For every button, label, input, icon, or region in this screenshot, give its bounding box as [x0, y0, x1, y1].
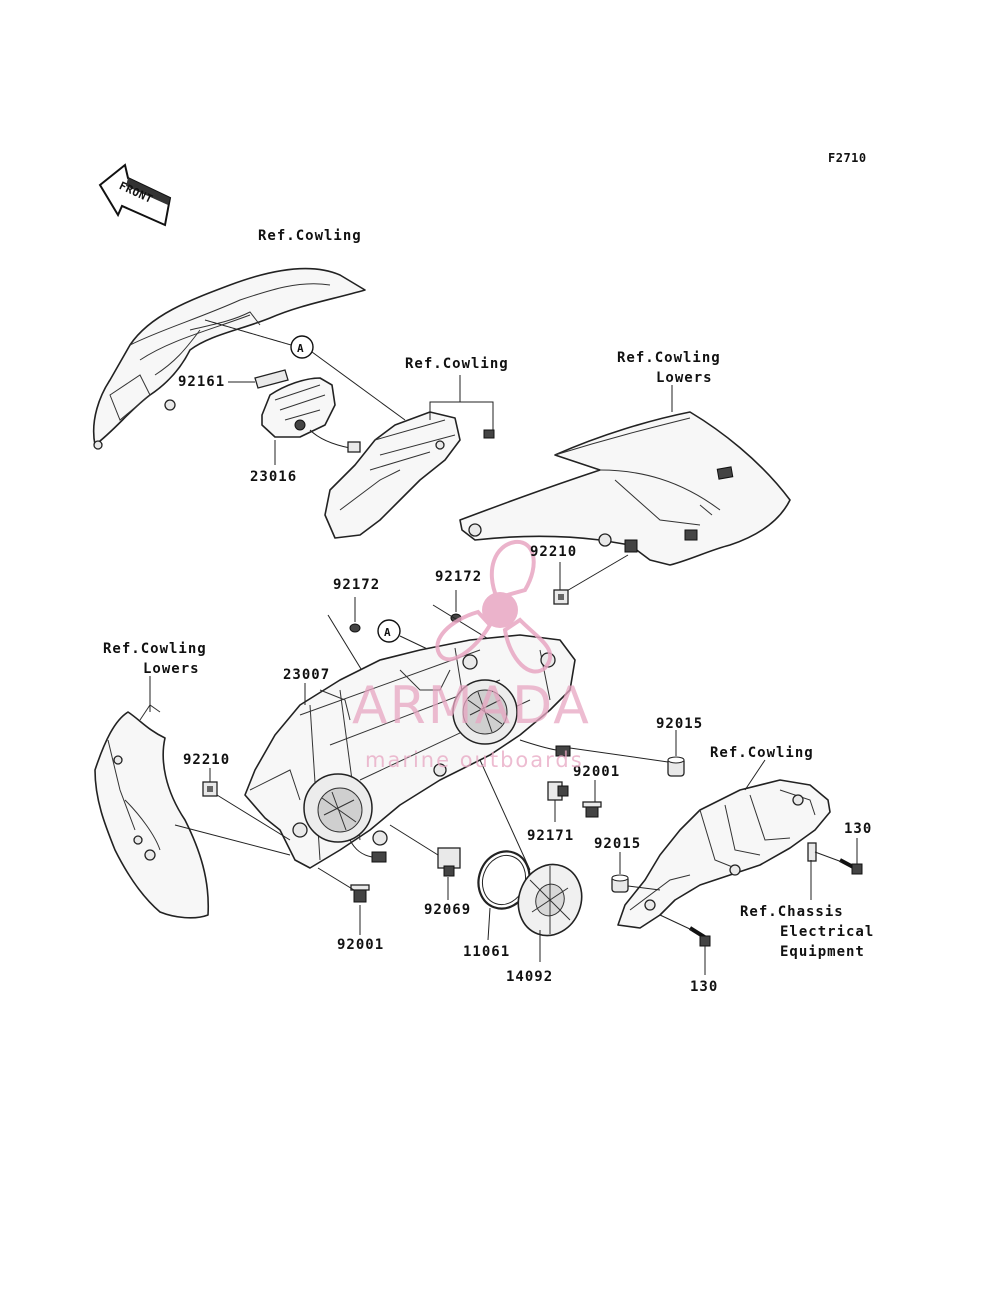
watermark-brand: ARMADA: [352, 676, 591, 736]
part-92210-right: 92210: [530, 544, 578, 560]
part-92001-right: 92001: [573, 764, 621, 780]
part-92171: 92171: [527, 828, 575, 844]
armada-logo-icon: [435, 539, 553, 674]
part-92172-left: 92172: [333, 577, 381, 593]
grommet-92015-top-drawing: [667, 756, 685, 777]
part-92015-top: 92015: [656, 716, 704, 732]
label-ref-chassis-2: Electrical: [780, 924, 875, 940]
part-92210-left: 92210: [183, 752, 231, 768]
label-ref-cowling-lowers-left-2: Lowers: [143, 661, 200, 677]
label-ref-chassis-1: Ref.Chassis: [740, 904, 844, 920]
part-92001-bottom: 92001: [337, 937, 385, 953]
callout-a-mid-label: A: [384, 626, 392, 639]
left-cowling-lowers-drawing: [94, 704, 210, 919]
right-cowling-inner-drawing: [617, 779, 831, 929]
bolt-130-bottom-drawing: [688, 926, 711, 947]
bolt-icon: [483, 429, 495, 439]
callout-a-top: [290, 335, 314, 359]
front-arrow-icon: [98, 163, 172, 227]
label-ref-cowling-lowers-right-1: Ref.Cowling: [617, 350, 721, 366]
label-ref-cowling-right: Ref.Cowling: [710, 745, 814, 761]
clip-92210-left-drawing: [202, 781, 218, 797]
watermark-tagline: marine outboards: [365, 748, 584, 772]
label-ref-cowling-top: Ref.Cowling: [258, 228, 362, 244]
label-ref-cowling-mid: Ref.Cowling: [405, 356, 509, 372]
upper-cowling-drawing: [92, 267, 366, 450]
mid-cowling-drawing: [324, 411, 461, 539]
cap-14092-drawing: [517, 863, 583, 937]
part-92161: 92161: [178, 374, 226, 390]
part-23007: 23007: [283, 667, 331, 683]
right-cowling-lowers-drawing: [459, 411, 791, 566]
part-14092: 14092: [506, 969, 554, 985]
part-92172-mid: 92172: [435, 569, 483, 585]
bulb-92069-drawing: [437, 847, 461, 877]
position-lamp-23016-drawing: [261, 377, 361, 453]
part-130-right: 130: [844, 821, 873, 837]
part-92069: 92069: [424, 902, 472, 918]
part-23016: 23016: [250, 469, 298, 485]
grommet-92015-bottom-drawing: [611, 874, 629, 893]
pad-92161-drawing: [254, 369, 289, 389]
part-11061: 11061: [463, 944, 511, 960]
diagram-code: F2710: [828, 151, 867, 165]
bolt-130-right-drawing: [839, 858, 863, 875]
part-92015-bottom: 92015: [594, 836, 642, 852]
label-ref-chassis-3: Equipment: [780, 944, 865, 960]
label-ref-cowling-lowers-left-1: Ref.Cowling: [103, 641, 207, 657]
screw-92172-left-drawing: [349, 623, 361, 633]
bolt-92001-bottom-drawing: [350, 884, 370, 903]
clip-92210-right-drawing: [553, 589, 569, 605]
callout-a-top-label: A: [297, 342, 305, 355]
bolt-92001-right-drawing: [582, 801, 602, 818]
label-ref-cowling-lowers-right-2: Lowers: [656, 370, 713, 386]
connector-92171-drawing: [547, 781, 569, 801]
callout-a-mid: [377, 619, 401, 643]
part-130-bottom: 130: [690, 979, 719, 995]
